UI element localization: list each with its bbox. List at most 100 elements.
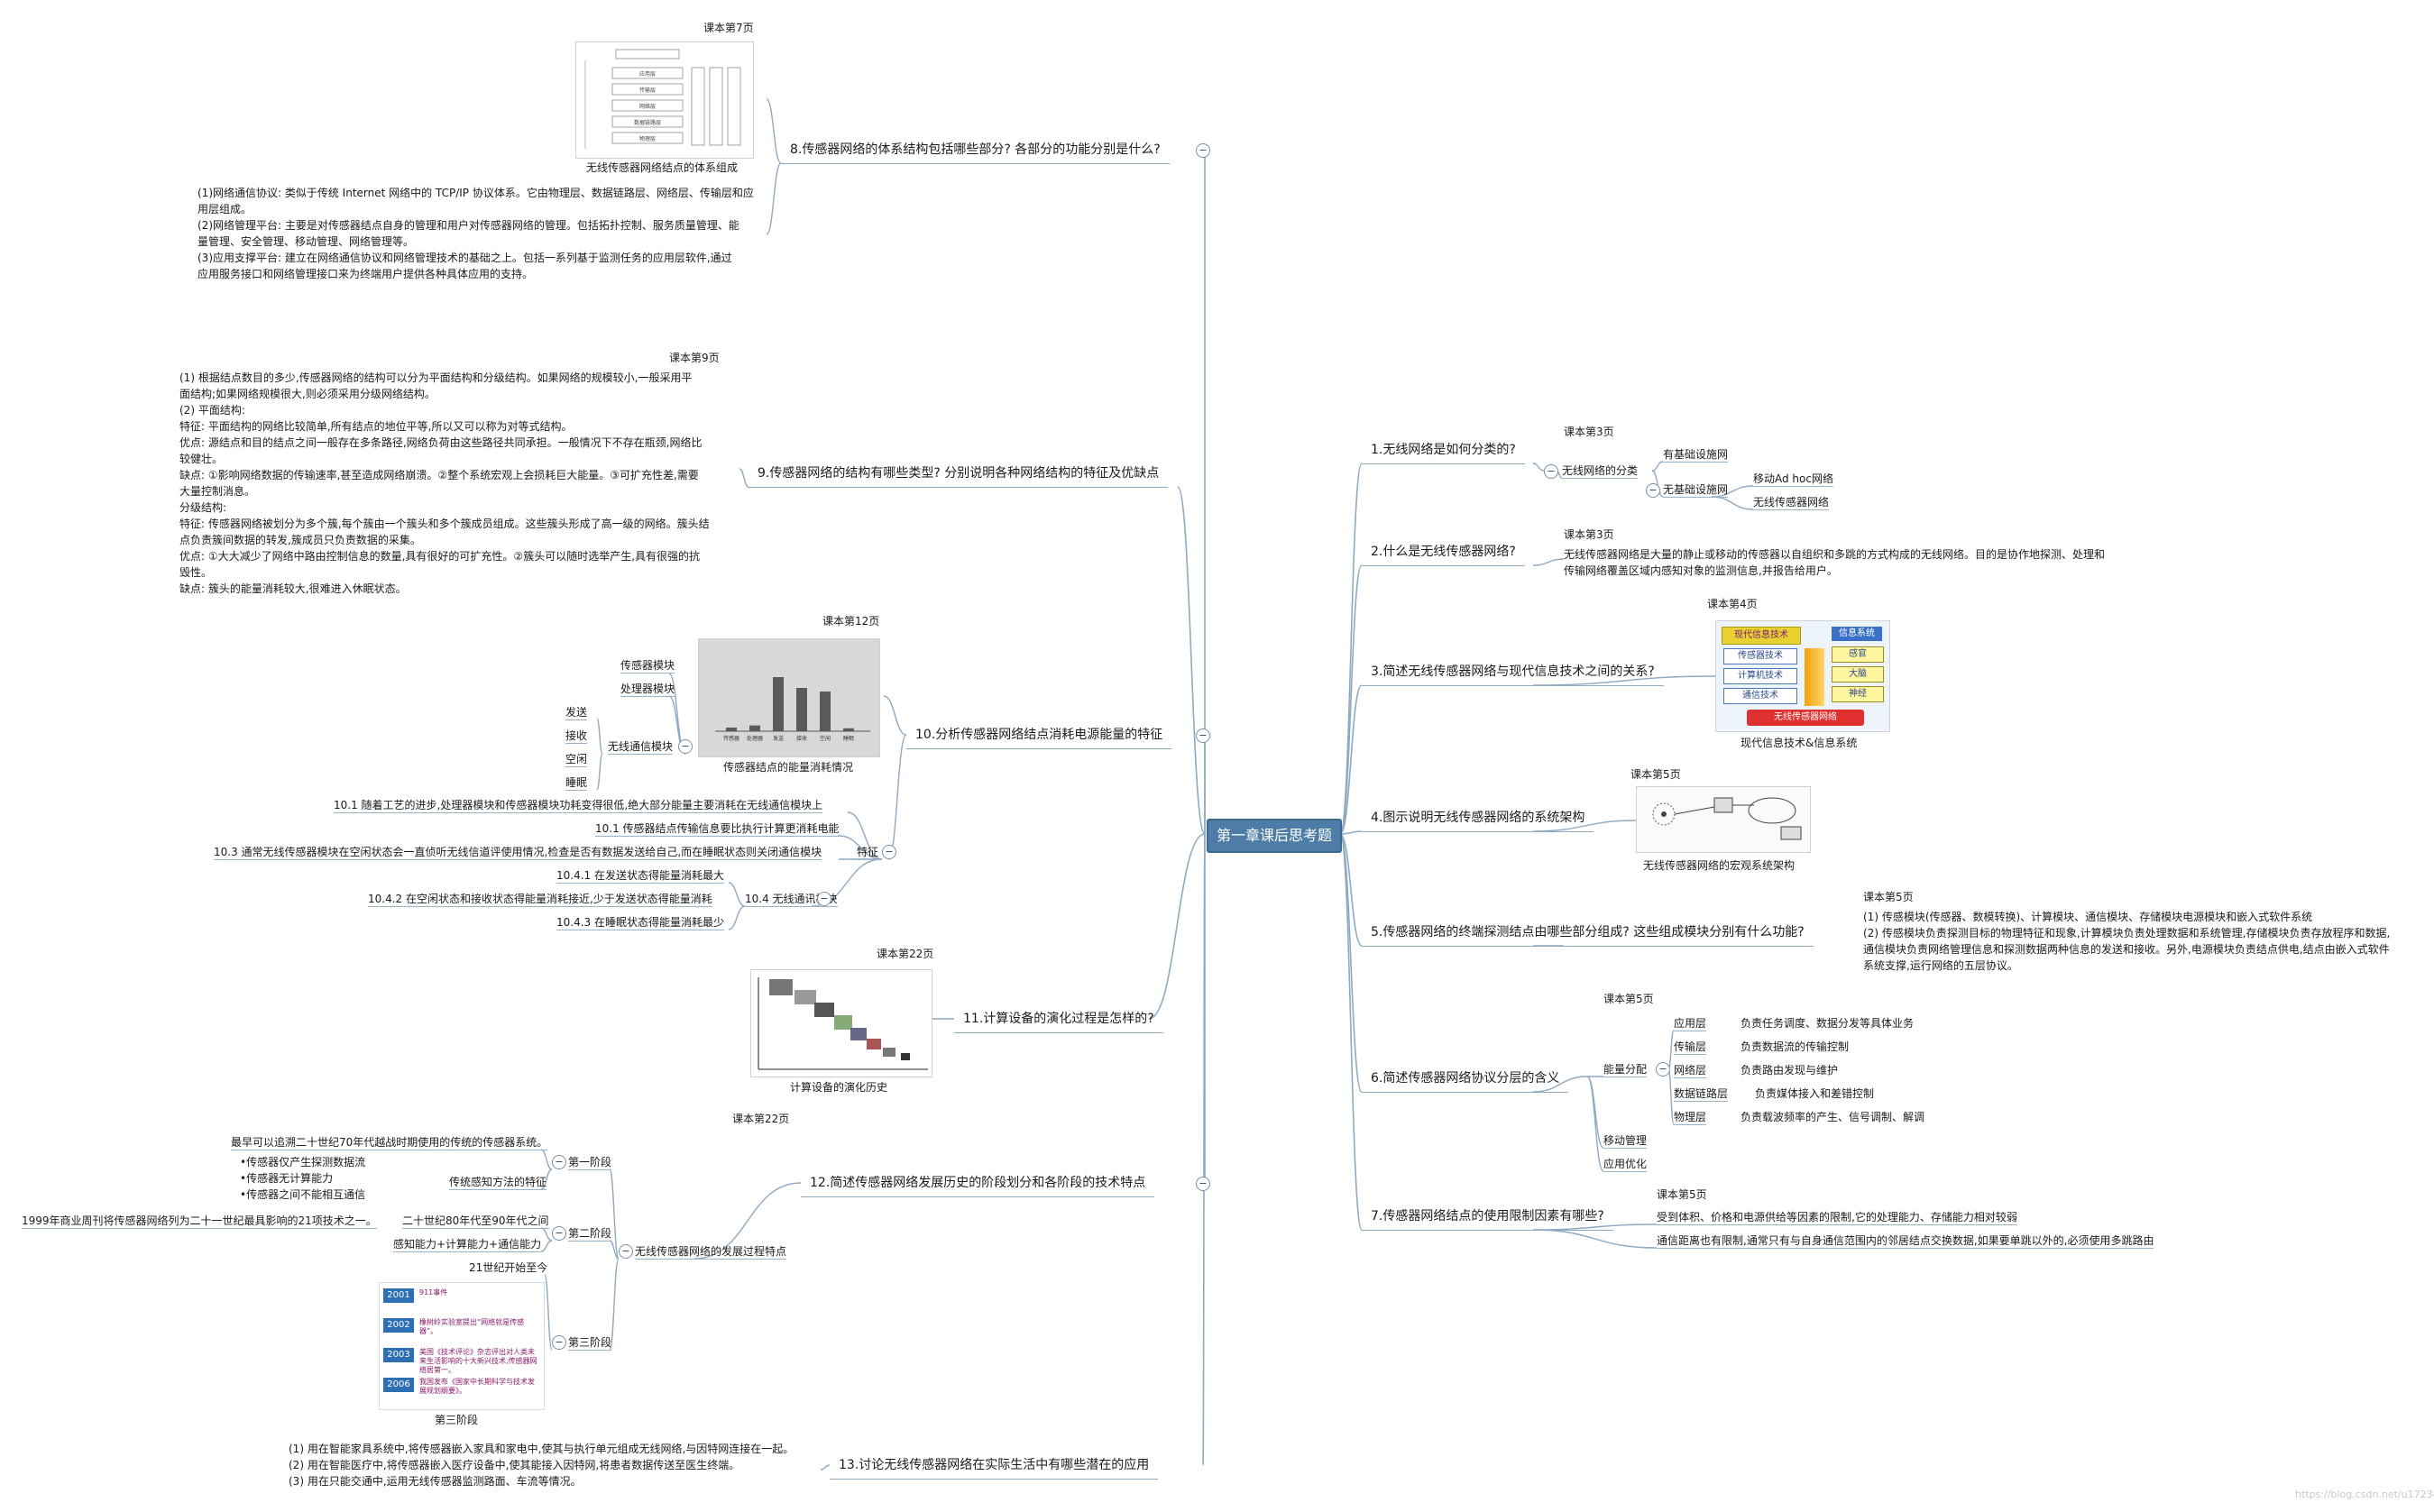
state-receive[interactable]: 接收 [565,729,588,744]
answer-q13: (1) 用在智能家具系统中,将传感器嵌入家具和家电中,使其与执行单元组成无线网络… [289,1443,794,1488]
topic-q12[interactable]: 12.简述传感器网络发展历史的阶段划分和各阶段的技术特点 [801,1169,1155,1197]
stage-1-text[interactable]: 最早可以追溯二十世纪70年代越战时期使用的传统的传感器系统。 [231,1136,548,1150]
node-comm-module[interactable]: 无线通信模块 [608,740,674,755]
feature-10-4-3[interactable]: 10.4.3 在睡眠状态得能量消耗最少 [556,916,724,930]
system-architecture-figure [1636,786,1811,853]
collapse-toggle-feature[interactable]: − [882,845,896,859]
feature-10-4[interactable]: 10.4 无线通讯模块 [745,893,838,907]
collapse-toggle-10-4[interactable]: − [817,892,831,906]
answer-q5: (1) 传感模块(传感器、数模转换)、计算模块、通信模块、存储模块电源模块和嵌入… [1863,911,2391,972]
state-send[interactable]: 发送 [565,706,588,720]
collapse-toggle-q1[interactable]: − [1544,464,1558,479]
topic-q5[interactable]: 5.传感器网络的终端探测结点由哪些部分组成? 这些组成模块分别有什么功能? [1362,919,1814,947]
topic-q13[interactable]: 13.讨论无线传感器网络在实际生活中有哪些潜在的应用 [830,1452,1159,1480]
node-infra[interactable]: 有基础设施网 [1663,448,1729,463]
stage-3[interactable]: 第三阶段 [568,1336,612,1351]
answer-q2: 无线传感器网络是大量的静止或移动的传感器以自组织和多跳的方式构成的无线网络。目的… [1564,548,2106,577]
timeline-event: 911事件 [419,1288,448,1297]
layer-physical[interactable]: 物理层 [1674,1111,1707,1125]
energy-bar [726,728,737,731]
watermark: https://blog.csdn.net/u172348267 [2295,1489,2434,1500]
timeline-event: 我国发布《国家中长期科学与技术发展规划纲要》。 [419,1378,535,1395]
svg-text:网络层: 网络层 [639,103,656,110]
caption-q4: 无线传感器网络的宏观系统架构 [1643,859,1796,872]
stage-2-note[interactable]: 1999年商业周刊将传感器网络列为二十一世纪最具影响的21项技术之一。 [22,1214,377,1229]
feature-10-3[interactable]: 10.3 通常无线传感器模块在空闲状态会一直侦听无线信道评使用情况,检查是否有数… [214,846,822,860]
page-ref-q8: 课本第7页 [703,22,754,34]
layer-network[interactable]: 网络层 [1674,1064,1707,1078]
stage-1[interactable]: 第一阶段 [568,1156,612,1170]
node-noinfra[interactable]: 无基础设施网 [1663,483,1729,498]
collapse-toggle-s1[interactable]: − [552,1155,566,1169]
collapse-toggle-s3[interactable]: − [552,1335,566,1350]
stage-2-period[interactable]: 二十世纪80年代至90年代之间 [402,1214,549,1229]
computing-evolution-figure [750,969,932,1077]
node-dev-features[interactable]: 无线传感器网络的发展过程特点 [635,1245,787,1260]
node-feature[interactable]: 特征 [857,846,879,860]
state-sleep[interactable]: 睡眠 [565,776,588,791]
caption-q11: 计算设备的演化历史 [790,1081,888,1094]
node-sensor-module[interactable]: 传感器模块 [620,659,675,674]
collapse-toggle-noinfra[interactable]: − [1646,483,1660,498]
layer-app[interactable]: 应用层 [1674,1017,1707,1031]
page-ref-q7: 课本第5页 [1657,1188,1707,1201]
layer-datalink[interactable]: 数据链路层 [1674,1087,1729,1102]
stage-3-period: 21世纪开始至今 [469,1261,548,1274]
topic-q6[interactable]: 6.简述传感器网络协议分层的含义 [1362,1065,1569,1093]
layer-app-desc: 负责任务调度、数据分发等具体业务 [1741,1017,1915,1030]
topic-q4[interactable]: 4.图示说明无线传感器网络的系统架构 [1362,804,1594,832]
collapse-toggle-dev[interactable]: − [619,1244,633,1259]
topic-q10[interactable]: 10.分析传感器网络结点消耗电源能量的特征 [906,721,1172,749]
stage-1-trad[interactable]: 传统感知方法的特征 [449,1176,547,1190]
node-wsn[interactable]: 无线传感器网络 [1753,496,1830,510]
page-ref-q10: 课本第12页 [822,615,880,628]
node-adhoc[interactable]: 移动Ad hoc网络 [1753,472,1833,487]
topic-q8[interactable]: 8.传感器网络的体系结构包括哪些部分? 各部分的功能分别是什么? [781,136,1170,164]
collapse-toggle-q10[interactable]: − [1196,729,1210,743]
node-architecture-figure: 应用层传输层网络层数据链路层物理层 [575,41,754,159]
topic-q7[interactable]: 7.传感器网络结点的使用限制因素有哪些? [1362,1203,1613,1231]
answer-q7-1[interactable]: 受到体积、价格和电源供给等因素的限制,它的处理能力、存储能力相对较弱 [1657,1211,2017,1225]
node-app-opt[interactable]: 应用优化 [1603,1158,1648,1172]
state-idle[interactable]: 空闲 [565,753,588,767]
feature-10-4-1[interactable]: 10.4.1 在发送状态得能量消耗最大 [556,869,724,884]
energy-bar-label: 接收 [796,735,807,742]
layer-network-desc: 负责路由发现与维护 [1741,1064,1839,1077]
feature-10-4-2[interactable]: 10.4.2 在空闲状态和接收状态得能量消耗接近,少于发送状态得能量消耗 [368,893,712,907]
node-classify[interactable]: 无线网络的分类 [1562,464,1639,479]
collapse-toggle-s2[interactable]: − [552,1226,566,1241]
collapse-toggle-q12[interactable]: − [1196,1177,1210,1191]
topic-q1[interactable]: 1.无线网络是如何分类的? [1362,436,1525,464]
caption-q8: 无线传感器网络结点的体系组成 [586,161,739,174]
energy-bar [749,725,760,731]
collapse-toggle-layers[interactable]: − [1656,1062,1670,1077]
svg-text:应用层: 应用层 [639,70,656,78]
central-topic[interactable]: 第一章课后思考题 [1207,819,1342,853]
collapse-toggle-q8[interactable]: − [1196,143,1210,158]
topic-q2[interactable]: 2.什么是无线传感器网络? [1362,538,1525,566]
answer-q7-2[interactable]: 通信距离也有限制,通常只有与自身通信范围内的邻居结点交换数据,如果要单跳以外的,… [1657,1234,2154,1249]
layer-transport-desc: 负责数据流的传输控制 [1741,1040,1850,1053]
page-ref-q12: 课本第22页 [732,1113,790,1125]
stage-2[interactable]: 第二阶段 [568,1227,612,1242]
answer-q9: (1) 根据结点数目的多少,传感器网络的结构可以分为平面结构和分级结构。如果网络… [179,371,710,595]
svg-text:数据链路层: 数据链路层 [634,119,661,126]
node-processor-module[interactable]: 处理器模块 [620,683,675,697]
node-mobility[interactable]: 移动管理 [1603,1134,1648,1149]
topic-q11[interactable]: 11.计算设备的演化过程是怎样的? [954,1005,1163,1033]
topic-q3[interactable]: 3.简述无线传感器网络与现代信息技术之间的关系? [1362,658,1664,686]
layer-transport[interactable]: 传输层 [1674,1040,1707,1055]
energy-bar-label: 睡眠 [843,735,854,742]
energy-bar-label: 空闲 [820,735,831,742]
feature-10-1a[interactable]: 10.1 随着工艺的进步,处理器模块和传感器模块功耗变得很低,绝大部分能量主要消… [334,799,823,813]
stage-2-caps[interactable]: 感知能力+计算能力+通信能力 [393,1238,542,1252]
node-energy[interactable]: 能量分配 [1603,1063,1648,1077]
caption-stage-3: 第三阶段 [435,1414,479,1426]
page-ref-q3: 课本第4页 [1707,598,1758,610]
answer-q8: (1)网络通信协议: 类似于传统 Internet 网络中的 TCP/IP 协议… [197,187,754,280]
energy-bar [843,728,854,731]
topic-q9[interactable]: 9.传感器网络的结构有哪些类型? 分别说明各种网络结构的特征及优缺点 [749,460,1169,488]
collapse-toggle-comm[interactable]: − [678,739,693,754]
feature-10-1b[interactable]: 10.1 传感器结点传输信息要比执行计算更消耗电能 [595,822,840,837]
